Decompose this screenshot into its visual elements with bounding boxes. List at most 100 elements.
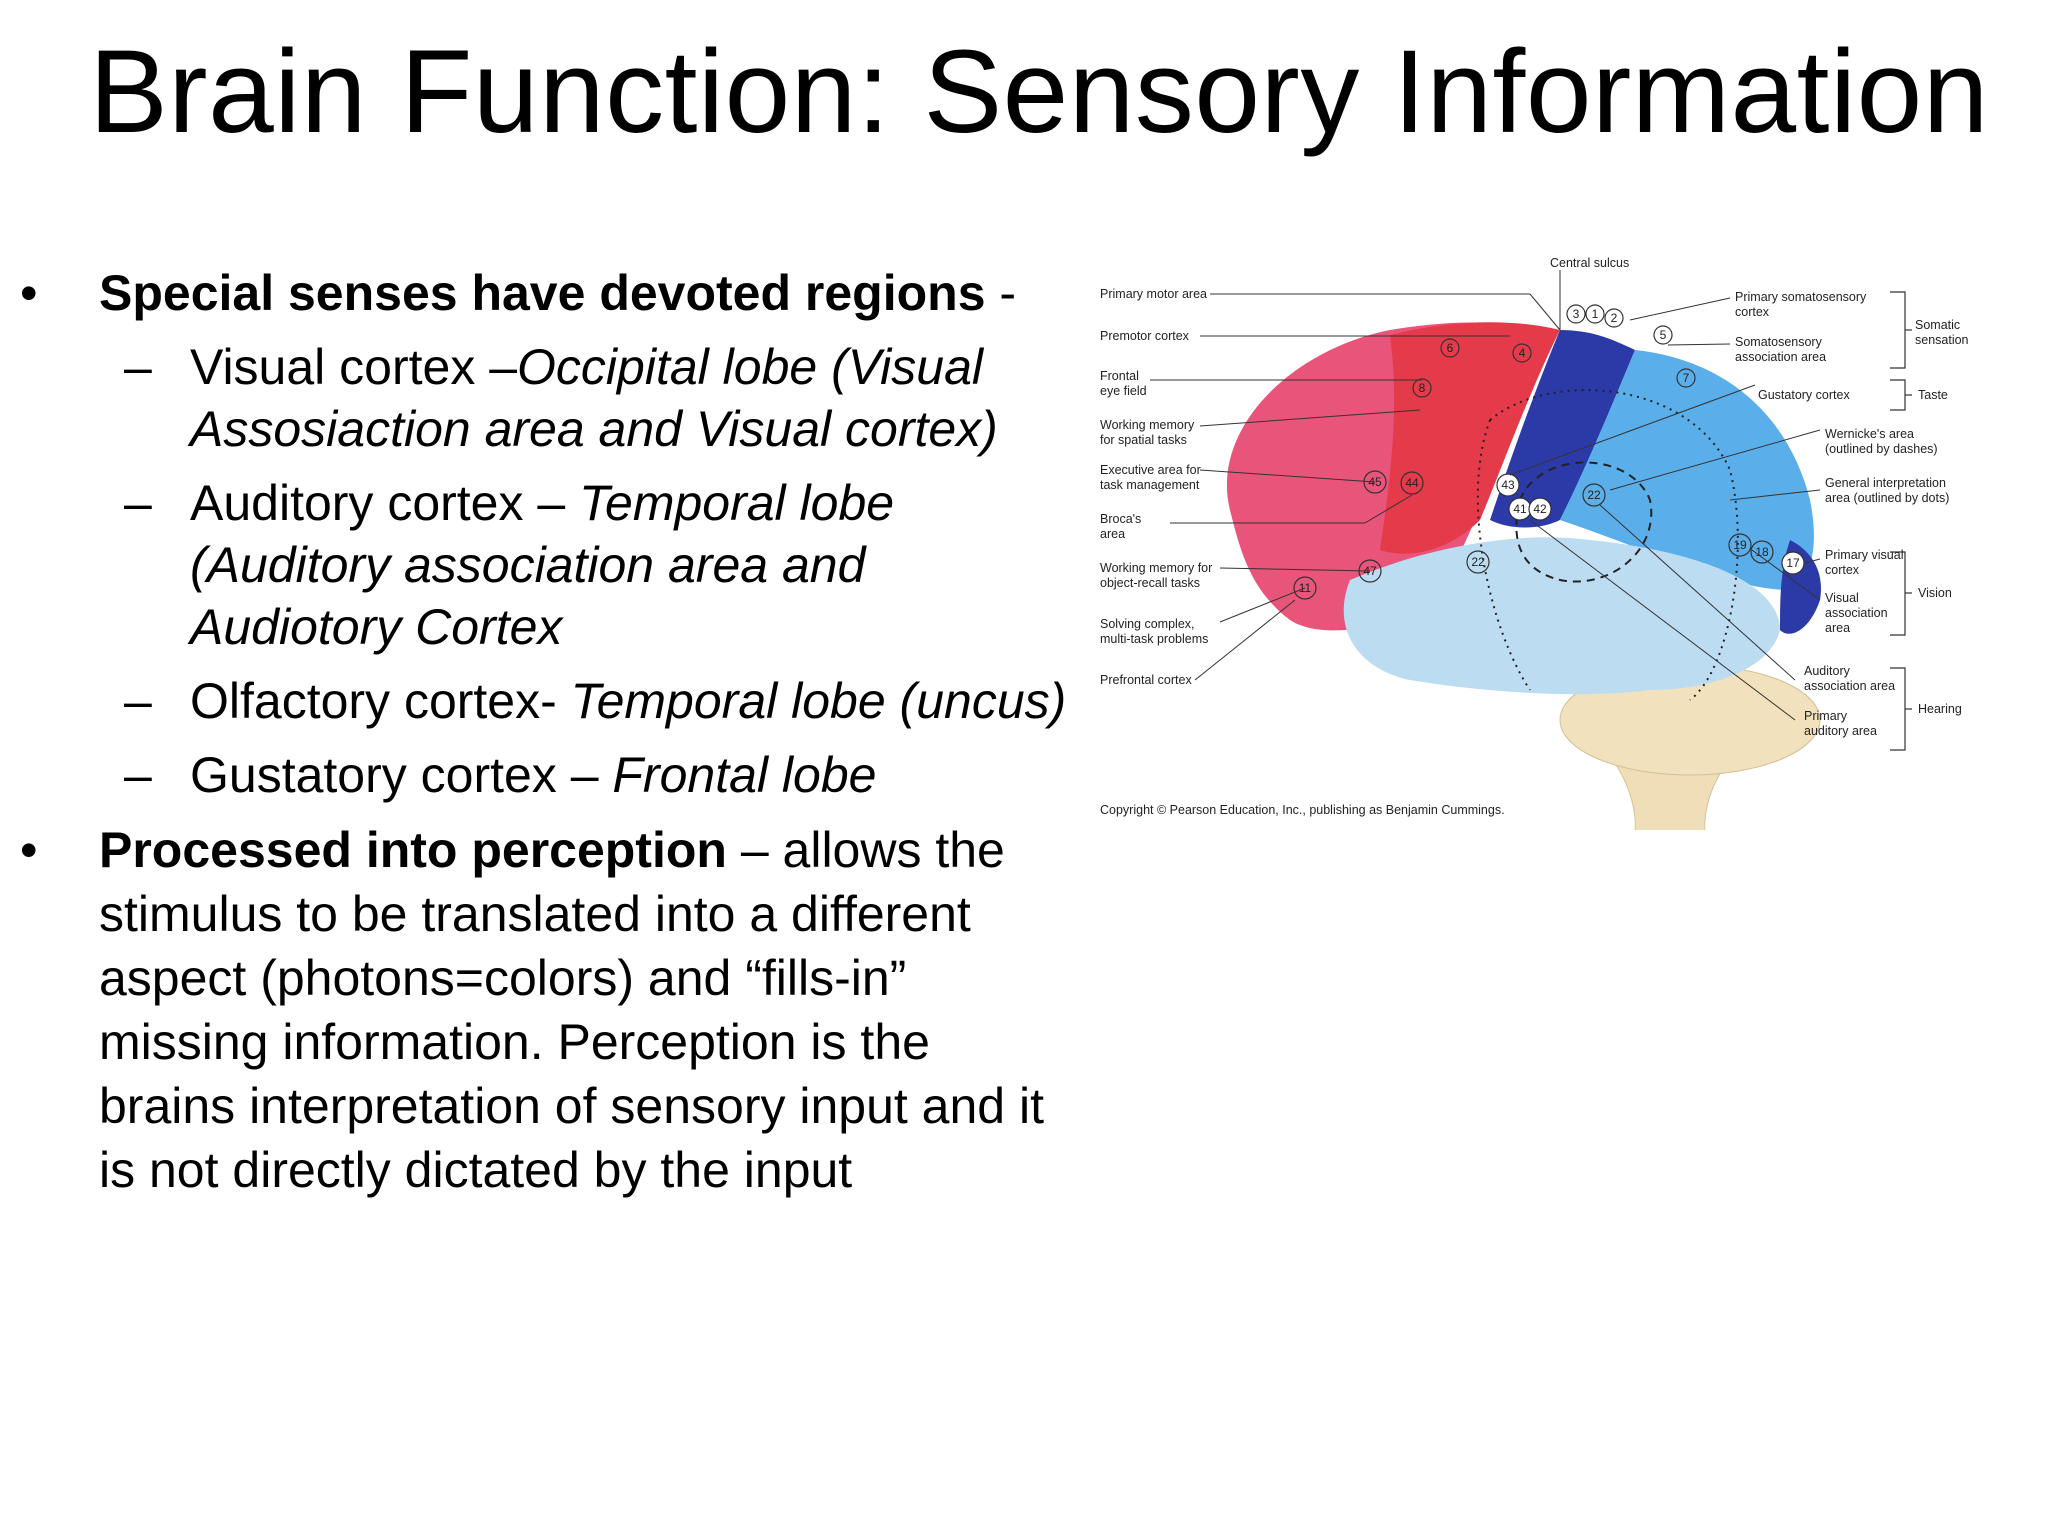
svg-text:Visual: Visual	[1825, 591, 1859, 605]
bullet-perception: • Processed into perception – allows the…	[0, 818, 1070, 1202]
sub-normal-text: Auditory cortex –	[190, 475, 580, 531]
svg-text:Gustatory cortex: Gustatory cortex	[1758, 388, 1850, 402]
marker-1: 1	[1585, 304, 1605, 324]
bullet-dot: •	[20, 265, 38, 321]
sub-dash: –	[124, 339, 152, 395]
bullet-dot: •	[20, 822, 38, 878]
svg-text:4: 4	[1519, 346, 1526, 360]
sub-bullet-visual: – Visual cortex –Occipital lobe (Visual …	[0, 336, 1070, 460]
marker-6: 6	[1440, 338, 1460, 358]
svg-text:multi-task problems: multi-task problems	[1100, 632, 1208, 646]
svg-text:47: 47	[1363, 564, 1377, 578]
marker-22b: 22	[1466, 550, 1490, 574]
svg-text:association area: association area	[1804, 679, 1895, 693]
svg-text:cortex: cortex	[1735, 305, 1770, 319]
sub-dash: –	[124, 475, 152, 531]
svg-text:object-recall tasks: object-recall tasks	[1100, 576, 1200, 590]
label-central-sulcus: Central sulcus	[1550, 256, 1629, 270]
svg-text:Hearing: Hearing	[1918, 702, 1962, 716]
svg-text:area: area	[1100, 527, 1125, 541]
sub-italic-text: Temporal lobe (Auditory association area…	[190, 475, 895, 655]
sub-bullet-gustatory: – Gustatory cortex – Frontal lobe	[0, 744, 1070, 806]
svg-text:sensation: sensation	[1915, 333, 1969, 347]
svg-text:3: 3	[1573, 307, 1580, 321]
svg-text:Wernicke's area: Wernicke's area	[1825, 427, 1914, 441]
brain-diagram-svg: 6 4 3 1 2 5 7 8 45 44 43 41 42 22 22 47 …	[1100, 256, 1969, 830]
sub-italic-text: Temporal lobe (uncus)	[570, 673, 1067, 729]
svg-text:task management: task management	[1100, 478, 1200, 492]
sub-italic-text: Occipital lobe (Visual Assosiaction area…	[190, 339, 998, 457]
svg-text:Primary: Primary	[1804, 709, 1848, 723]
svg-text:44: 44	[1405, 476, 1419, 490]
marker-42: 42	[1528, 497, 1552, 521]
area-number-markers: 6 4 3 1 2 5 7 8 45 44 43 41 42 22 22 47 …	[1293, 304, 1805, 600]
svg-text:45: 45	[1368, 475, 1382, 489]
marker-7: 7	[1676, 368, 1696, 388]
sub-normal-text: Visual cortex –	[190, 339, 518, 395]
wernicke-outline	[1515, 461, 1653, 583]
marker-4: 4	[1512, 343, 1532, 363]
svg-text:42: 42	[1533, 502, 1547, 516]
marker-5: 5	[1653, 325, 1673, 345]
marker-41: 41	[1508, 497, 1532, 521]
somatosensory-shape	[1490, 330, 1635, 528]
right-labels: Primary somatosensory cortex Somatosenso…	[1735, 290, 1949, 738]
brain-diagram: 6 4 3 1 2 5 7 8 45 44 43 41 42 22 22 47 …	[1090, 250, 2020, 830]
sub-italic-text: Frontal lobe	[612, 747, 877, 803]
slide-body: • Special senses have devoted regions - …	[0, 262, 1070, 1202]
svg-text:22: 22	[1587, 488, 1601, 502]
marker-22a: 22	[1582, 483, 1606, 507]
sub-normal-text: Olfactory cortex-	[190, 673, 571, 729]
svg-text:Primary visual: Primary visual	[1825, 548, 1904, 562]
svg-text:Somatic: Somatic	[1915, 318, 1960, 332]
svg-text:8: 8	[1419, 381, 1426, 395]
group-labels: Somatic sensation Taste Vision Hearing	[1915, 318, 1969, 716]
svg-text:eye field: eye field	[1100, 384, 1147, 398]
svg-text:22: 22	[1471, 555, 1485, 569]
svg-text:Solving complex,: Solving complex,	[1100, 617, 1195, 631]
left-labels: Primary motor area Premotor cortex Front…	[1100, 287, 1212, 687]
bullet-bold-text: Special senses have devoted regions	[99, 265, 986, 321]
sub-normal-text: Gustatory cortex –	[190, 747, 613, 803]
marker-17: 17	[1781, 551, 1805, 575]
svg-text:7: 7	[1683, 371, 1690, 385]
svg-text:area: area	[1825, 621, 1850, 635]
marker-3: 3	[1566, 304, 1586, 324]
svg-text:Working memory for: Working memory for	[1100, 561, 1212, 575]
marker-8: 8	[1412, 378, 1432, 398]
figure-copyright: Copyright © Pearson Education, Inc., pub…	[1100, 803, 1505, 817]
sub-bullet-auditory: – Auditory cortex – Temporal lobe (Audit…	[0, 472, 1070, 658]
bullet-rest-text: – allows the stimulus to be translated i…	[99, 822, 1044, 1198]
svg-text:19: 19	[1733, 538, 1747, 552]
svg-text:cortex: cortex	[1825, 563, 1860, 577]
svg-text:Executive area for: Executive area for	[1100, 463, 1201, 477]
sub-dash: –	[124, 673, 152, 729]
svg-text:43: 43	[1501, 478, 1515, 492]
temporal-lobe-shape	[1343, 537, 1780, 695]
svg-text:Broca's: Broca's	[1100, 512, 1141, 526]
bracket-lines	[1890, 291, 1912, 751]
svg-text:Primary motor area: Primary motor area	[1100, 287, 1207, 301]
slide-title: Brain Function: Sensory Information	[89, 26, 1989, 158]
svg-text:Somatosensory: Somatosensory	[1735, 335, 1823, 349]
svg-text:Primary somatosensory: Primary somatosensory	[1735, 290, 1867, 304]
svg-text:2: 2	[1611, 311, 1618, 325]
svg-text:41: 41	[1513, 502, 1527, 516]
marker-2: 2	[1604, 308, 1624, 328]
marker-19: 19	[1728, 533, 1752, 557]
svg-text:11: 11	[1299, 581, 1312, 595]
sub-dash: –	[124, 747, 152, 803]
svg-text:6: 6	[1447, 341, 1454, 355]
svg-text:Taste: Taste	[1918, 388, 1948, 402]
marker-11: 11	[1293, 576, 1317, 600]
svg-text:area (outlined by dots): area (outlined by dots)	[1825, 491, 1949, 505]
parietal-lobe-shape	[1560, 350, 1814, 590]
svg-text:1: 1	[1592, 307, 1599, 321]
svg-text:Auditory: Auditory	[1804, 664, 1851, 678]
svg-text:for spatial tasks: for spatial tasks	[1100, 433, 1187, 447]
bullet-bold-text: Processed into perception	[99, 822, 727, 878]
leader-lines	[1150, 270, 1821, 721]
svg-text:Working memory: Working memory	[1100, 418, 1195, 432]
marker-45: 45	[1363, 470, 1387, 494]
svg-text:Frontal: Frontal	[1100, 369, 1139, 383]
